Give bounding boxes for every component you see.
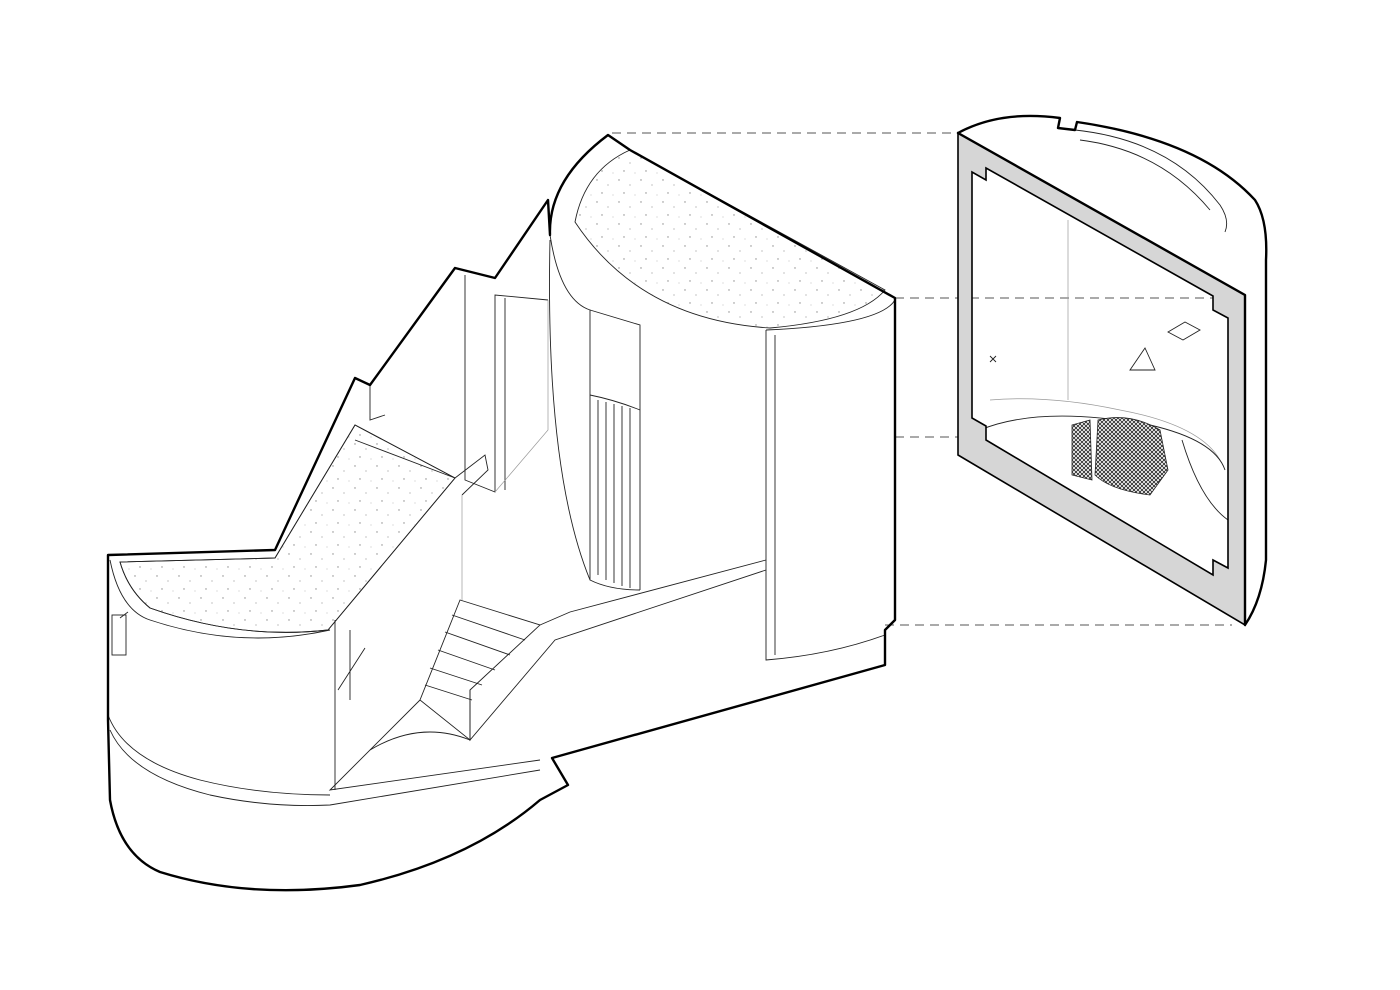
building-outline <box>106 133 897 892</box>
seat-hatch-right <box>1094 417 1169 496</box>
section-cut <box>957 131 1246 627</box>
staircase <box>419 559 767 742</box>
cylinder-outline <box>956 114 1268 627</box>
seat-hatch-left <box>1071 419 1093 481</box>
main-building <box>106 133 897 892</box>
cross-mark <box>337 630 366 700</box>
door-slats <box>597 400 631 588</box>
cylinder-roof <box>574 149 886 329</box>
cylinder-section <box>956 114 1268 627</box>
